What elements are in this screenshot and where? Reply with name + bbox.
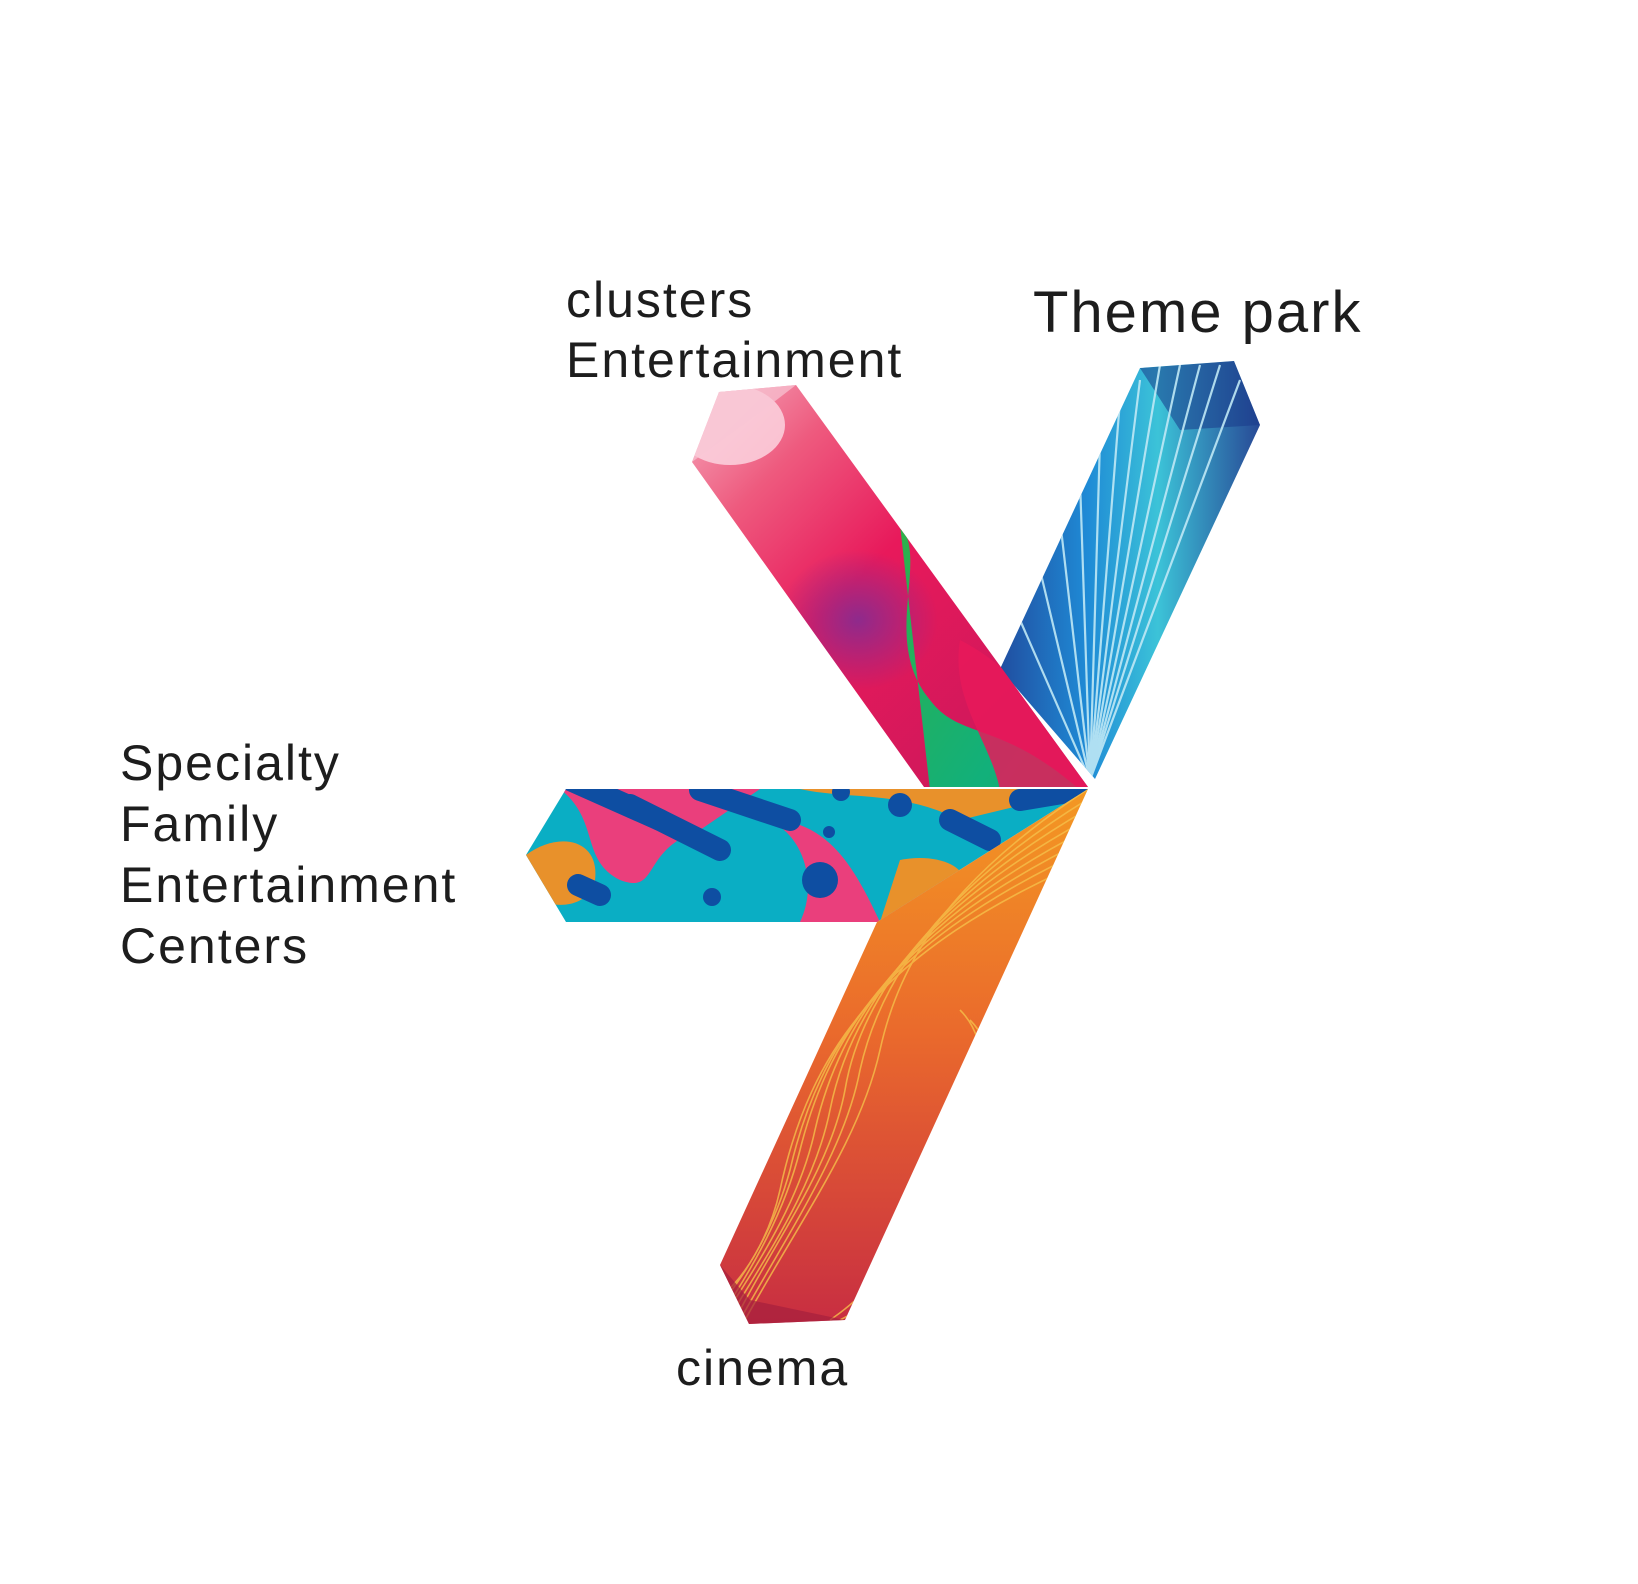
label-theme-park: Theme park [1033,280,1363,345]
label-fec-line-4: Centers [120,918,310,974]
label-fec-line-3: Entertainment [120,857,458,913]
label-clusters-line-1: clusters [566,272,755,328]
label-fec-line-2: Family [120,796,280,852]
clusters-arm-bevel [692,385,796,462]
label-family-entertainment-centers: Specialty Family Entertainment Centers [120,733,457,977]
entertainment-clusters-arm [692,385,1088,787]
label-entertainment-clusters: clusters Entertainment [566,270,903,390]
cinema-arm-bevel [720,1265,845,1324]
label-clusters-line-2: Entertainment [566,332,904,388]
label-cinema: cinema [676,1340,850,1396]
fec-arm [526,789,1088,922]
label-fec-line-1: Specialty [120,735,341,791]
